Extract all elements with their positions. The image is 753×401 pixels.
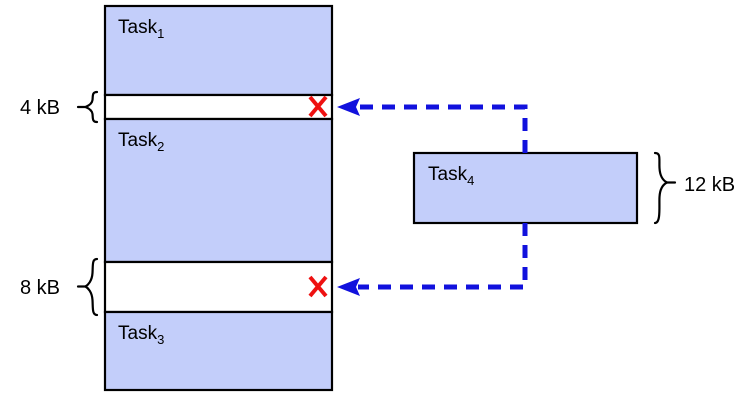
rejection-arrow-lower-head <box>337 278 360 296</box>
size-brace-4kb <box>76 90 99 124</box>
rejection-arrow-lower <box>337 223 528 296</box>
memory-block-task3 <box>103 310 334 392</box>
memory-block-task2-label: Task2 <box>118 130 164 154</box>
reject-marker-4kb <box>308 95 328 118</box>
size-brace-12kb <box>653 151 677 225</box>
incoming-task-label: Task4 <box>428 164 474 188</box>
size-brace-8kb <box>76 257 99 317</box>
rejection-arrow-upper-head <box>337 98 360 116</box>
memory-block-task3-label: Task3 <box>118 323 164 347</box>
memory-hole-8kb <box>103 260 334 314</box>
memory-block-task1-label: Task1 <box>118 17 164 41</box>
size-label-8kb: 8 kB <box>20 277 60 299</box>
size-label-4kb: 4 kB <box>20 97 60 119</box>
reject-marker-8kb <box>308 275 328 298</box>
incoming-task-block: Task4 <box>412 151 639 225</box>
rejection-arrow-upper <box>337 98 528 153</box>
memory-column: Task1 Task2 Task3 <box>103 4 334 392</box>
memory-block-task1 <box>103 4 334 97</box>
memory-hole-4kb <box>103 93 334 121</box>
incoming-task-rect <box>412 151 639 225</box>
memory-block-task2 <box>103 117 334 264</box>
size-label-12kb: 12 kB <box>684 174 735 196</box>
